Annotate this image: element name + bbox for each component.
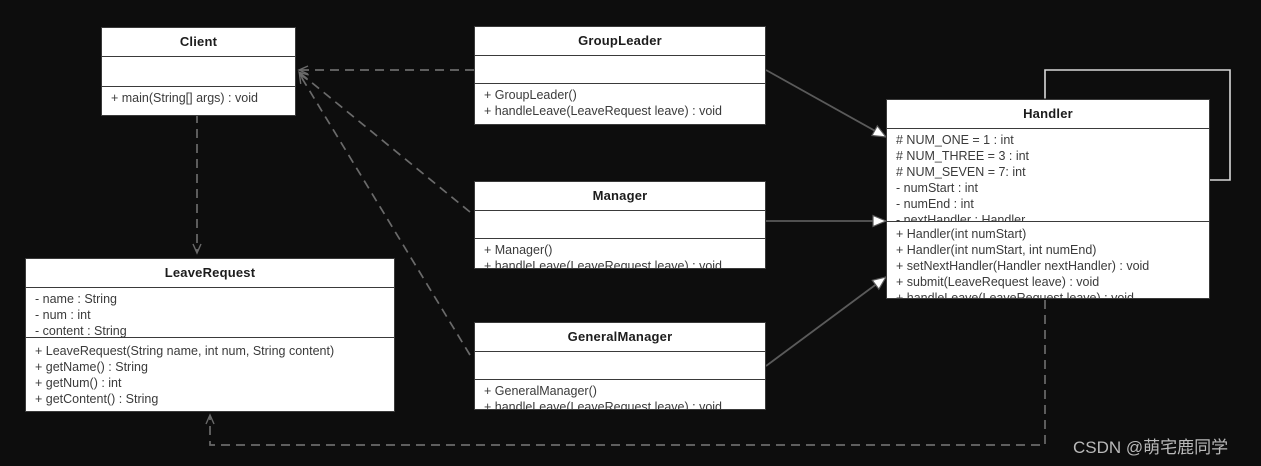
method-row: + Manager()	[484, 243, 553, 257]
attribute-row: - nextHandler : Handler	[896, 213, 1026, 222]
class-name-handler: Handler	[887, 100, 1209, 129]
class-attributes-generalmanager	[475, 352, 765, 380]
class-attributes-client	[102, 57, 295, 87]
attribute-row: - name : String	[35, 292, 117, 306]
class-box-client[interactable]: Client + main(String[] args) : void	[101, 27, 296, 116]
class-methods-generalmanager: + GeneralManager() + handleLeave(LeaveRe…	[475, 380, 765, 410]
csdn-watermark: CSDN @萌宅鹿同学	[1073, 438, 1229, 457]
method-row: + Handler(int numStart)	[896, 227, 1027, 241]
method-row: + handleLeave(LeaveRequest leave) : void	[484, 400, 723, 410]
class-box-leaverequest[interactable]: LeaveRequest - name : String - num : int…	[25, 258, 395, 412]
class-box-manager[interactable]: Manager + Manager() + handleLeave(LeaveR…	[474, 181, 766, 269]
class-methods-manager: + Manager() + handleLeave(LeaveRequest l…	[475, 239, 765, 269]
attribute-row: - numStart : int	[896, 181, 978, 195]
method-row: + GeneralManager()	[484, 384, 597, 398]
class-methods-handler: + Handler(int numStart) + Handler(int nu…	[887, 222, 1209, 299]
method-row: + getNum() : int	[35, 376, 122, 390]
class-name-groupleader: GroupLeader	[475, 27, 765, 56]
method-row: + getName() : String	[35, 360, 148, 374]
edge-client-to-manager	[297, 71, 471, 213]
class-methods-groupleader: + GroupLeader() + handleLeave(LeaveReque…	[475, 84, 765, 122]
class-name-generalmanager: GeneralManager	[475, 323, 765, 352]
class-box-handler[interactable]: Handler # NUM_ONE = 1 : int # NUM_THREE …	[886, 99, 1210, 299]
attribute-row: - content : String	[35, 324, 127, 338]
attribute-row: # NUM_THREE = 3 : int	[896, 149, 1030, 163]
attribute-row: # NUM_SEVEN = 7: int	[896, 165, 1026, 179]
class-name-client: Client	[102, 28, 295, 57]
class-attributes-handler: # NUM_ONE = 1 : int # NUM_THREE = 3 : in…	[887, 129, 1209, 222]
method-row: + setNextHandler(Handler nextHandler) : …	[896, 259, 1150, 273]
class-methods-client: + main(String[] args) : void	[102, 87, 295, 109]
method-row: + handleLeave(LeaveRequest leave) : void	[484, 104, 723, 118]
attribute-row: # NUM_ONE = 1 : int	[896, 133, 1014, 147]
class-name-manager: Manager	[475, 182, 765, 211]
edge-generalmanager-to-handler	[765, 276, 888, 367]
class-box-groupleader[interactable]: GroupLeader + GroupLeader() + handleLeav…	[474, 26, 766, 125]
method-row: + submit(LeaveRequest leave) : void	[896, 275, 1100, 289]
class-box-generalmanager[interactable]: GeneralManager + GeneralManager() + hand…	[474, 322, 766, 410]
method-row: + Handler(int numStart, int numEnd)	[896, 243, 1097, 257]
method-row: + getContent() : String	[35, 392, 159, 406]
edge-groupleader-to-handler	[765, 69, 888, 138]
attribute-row: - num : int	[35, 308, 91, 322]
class-attributes-leaverequest: - name : String - num : int - content : …	[26, 288, 394, 338]
class-attributes-manager	[475, 211, 765, 239]
method-row: + LeaveRequest(String name, int num, Str…	[35, 344, 335, 358]
method-row: + main(String[] args) : void	[111, 91, 258, 105]
method-row: + handleLeave(LeaveRequest leave) : void	[896, 291, 1135, 299]
method-row: + handleLeave(LeaveRequest leave) : void	[484, 259, 723, 269]
attribute-row: - numEnd : int	[896, 197, 974, 211]
class-methods-leaverequest: + LeaveRequest(String name, int num, Str…	[26, 338, 394, 410]
class-name-leaverequest: LeaveRequest	[26, 259, 394, 288]
method-row: + GroupLeader()	[484, 88, 577, 102]
class-attributes-groupleader	[475, 56, 765, 84]
